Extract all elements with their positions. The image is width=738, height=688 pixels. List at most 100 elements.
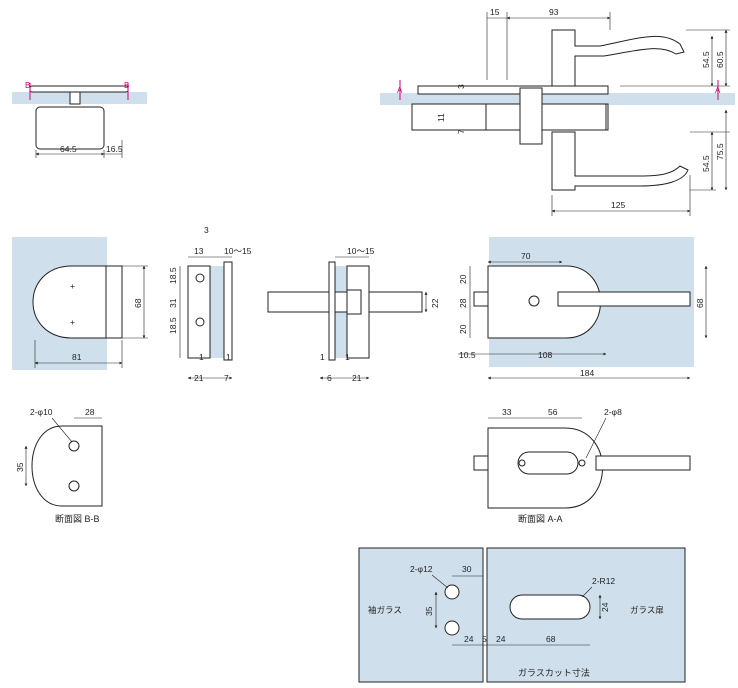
lever-bar	[267, 291, 423, 313]
handle-stub	[473, 291, 489, 307]
glass-slot	[509, 594, 591, 620]
dim-upper-total: 60.5	[715, 51, 725, 68]
dim-thk: 3	[204, 225, 209, 235]
front-edge	[105, 265, 123, 339]
dim-x: 28	[85, 407, 95, 417]
handle-stub	[473, 455, 489, 471]
dim-slot-h: 24	[600, 602, 610, 612]
section-marker-a-right: A	[715, 86, 721, 95]
section-b-body	[31, 425, 103, 507]
keyhole	[528, 295, 540, 307]
section-b: 2-φ10 28 35 断面図 B-B	[15, 407, 103, 524]
dim-upper-h: 54.5	[701, 51, 711, 68]
lower-lever	[551, 131, 689, 191]
body-block	[35, 106, 105, 150]
screw	[195, 317, 205, 327]
dim-plate-a: 11	[436, 113, 446, 122]
dim-height: 68	[695, 298, 705, 308]
upper-plate	[417, 85, 609, 95]
dim-holes: 2-φ10	[30, 407, 53, 417]
handle-bar	[557, 291, 691, 307]
glass-left	[358, 547, 484, 683]
side-plate	[223, 261, 233, 361]
label-right: ガラス扉	[630, 605, 664, 615]
dim-b: 31	[168, 298, 178, 308]
caption: 断面図 A-A	[518, 513, 563, 524]
section-marker-b-left: B	[25, 81, 30, 90]
dim-total: 184	[580, 368, 594, 378]
dim-v2: 28	[458, 298, 468, 308]
dim-radius: 2-R12	[592, 576, 615, 586]
dim-right: 16.5	[106, 144, 123, 154]
glass-cut: 袖ガラス ガラス扉 2-φ12 30 35 2-R12 24 24 5 24 6…	[358, 547, 686, 683]
glass-hole	[444, 584, 460, 600]
dim-x: 30	[462, 564, 472, 574]
dim-pitch: 35	[15, 462, 25, 472]
dim-c: 18.5	[168, 317, 178, 334]
dim-a: 33	[502, 407, 512, 417]
top-left-view: B B 64.5 16.5	[12, 81, 147, 158]
lock-case	[485, 103, 607, 131]
dim-d1: 1	[199, 352, 204, 362]
dim-pitch: 35	[424, 606, 434, 616]
top-right-view: A A 15 93 54.5 60.5 3 11 7 54.5 75.5 125	[380, 7, 735, 216]
cross-mark: +	[70, 281, 75, 291]
knob-stem	[69, 91, 81, 105]
dim-length: 125	[611, 200, 625, 210]
dim-gap: 5	[482, 634, 487, 644]
dim-b: 56	[548, 407, 558, 417]
dim-width: 64.5	[60, 144, 77, 154]
dim-lever: 93	[549, 7, 559, 17]
front-body	[32, 265, 123, 339]
lever-plate	[328, 261, 336, 361]
section-marker-a-left: A	[397, 86, 403, 95]
lock-slot	[517, 451, 579, 475]
dim-h: 22	[430, 298, 440, 308]
dim-left: 10.5	[459, 350, 476, 360]
dim-d: 21	[352, 373, 362, 383]
dim-v1: 20	[458, 274, 468, 284]
dim-bot-b: 7	[224, 373, 229, 383]
dim-b: 24	[496, 634, 506, 644]
dim-bot-a: 21	[194, 373, 204, 383]
screw-hole	[68, 440, 80, 452]
dim-height: 68	[133, 298, 143, 308]
glass-band	[380, 93, 735, 105]
section-a: 33 56 2-φ8 断面図 A-A	[473, 407, 691, 524]
dim-glass: 10〜15	[224, 246, 252, 256]
dim-plate-top: 3	[456, 84, 466, 89]
dim-top: 70	[521, 251, 531, 261]
dim-plate-b: 7	[456, 129, 466, 134]
mid-left-view: + + 68 81	[12, 237, 148, 370]
section-marker-b-right: B	[124, 81, 129, 90]
side-body	[187, 265, 211, 359]
spindle	[346, 289, 362, 315]
dim-v3: 20	[458, 324, 468, 334]
glass-hole	[444, 620, 460, 636]
dim-holes: 2-φ8	[604, 407, 622, 417]
caption: 断面図 B-B	[55, 513, 100, 524]
caption: ガラスカット寸法	[518, 667, 590, 678]
dim-body: 108	[538, 350, 552, 360]
upper-lever	[551, 29, 685, 87]
dim-b: 1	[345, 352, 350, 362]
dim-top: 13	[194, 246, 204, 256]
handle-bar	[595, 455, 691, 471]
mid-lever-view: 10〜15 22 1 1 6 21	[267, 246, 440, 383]
dim-a: 1	[320, 352, 325, 362]
screw	[195, 273, 205, 283]
dim-d2: 1	[226, 352, 231, 362]
glass-strip	[210, 266, 224, 358]
dim-lower-total: 75.5	[715, 143, 725, 160]
dim-glass: 10〜15	[347, 246, 375, 256]
dim-holes: 2-φ12	[410, 564, 433, 574]
mid-side-view: 3 13 10〜15 18.5 31 18.5 1 1 21 7	[168, 225, 252, 383]
dim-slot-w: 68	[546, 634, 556, 644]
cover-plate	[29, 85, 129, 93]
dim-lower-h: 54.5	[701, 155, 711, 172]
screw-hole	[518, 459, 526, 467]
dim-c: 6	[327, 373, 332, 383]
label-left: 袖ガラス	[368, 605, 402, 615]
dim-a: 24	[464, 634, 474, 644]
